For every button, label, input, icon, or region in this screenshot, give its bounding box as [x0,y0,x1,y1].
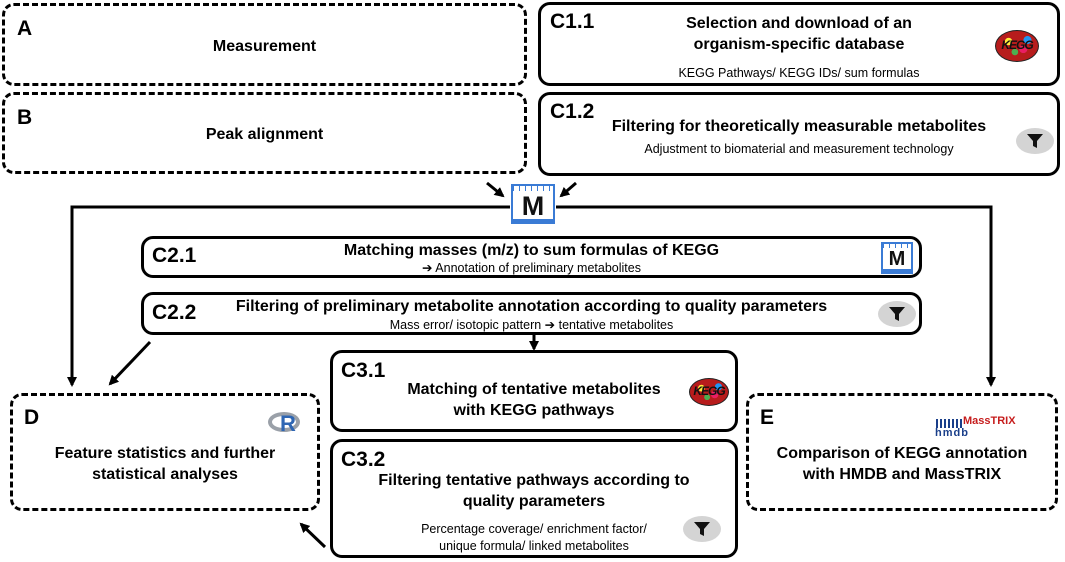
box-d-title-line2: statistical analyses [92,465,238,483]
box-c31-title: Matching of tentative metabolites with K… [333,380,735,422]
box-c21-tag: C2.1 [152,244,197,267]
box-c21-mass-matching: C2.1 Matching masses (m/z) to sum formul… [141,236,922,278]
box-c22-title: Filtering of preliminary metabolite anno… [235,298,828,315]
arrow-c12-to-m [559,181,577,198]
box-c11-subtitle: KEGG Pathways/ KEGG IDs/ sum formulas [678,66,920,80]
box-c32-title-line1: Filtering tentative pathways according t… [378,472,690,489]
filter-funnel-icon [683,516,721,542]
box-a-tag: A [17,17,33,40]
box-d-title: Feature statistics and further statistic… [13,444,317,486]
box-a-measurement: A Measurement [2,3,527,86]
arrow-c32-to-d [299,522,327,549]
box-c32-title-line2: quality parameters [462,492,606,510]
box-c22-quality-filter: C2.2 Filtering of preliminary metabolite… [141,292,922,335]
hmdb-logo-text: hmdb [935,427,969,439]
box-b-tag: B [17,106,33,129]
box-c32-pathway-filter: C3.2 Filtering tentative pathways accord… [330,439,738,558]
box-b-title: Peak alignment [205,126,324,143]
box-c32-subtitle-line1: Percentage coverage/ enrichment factor/ [421,522,647,536]
box-e-tag: E [760,406,775,429]
arrow-m-to-e [556,205,996,387]
box-c31-pathway-matching: C3.1 Matching of tentative metabolites w… [330,350,738,432]
filter-funnel-icon [878,301,916,327]
box-c31-title-line2: with KEGG pathways [453,401,615,419]
box-c11-tag: C1.1 [550,10,595,33]
box-c32-title: Filtering tentative pathways according t… [333,471,735,513]
box-d-title-line1: Feature statistics and further [54,445,276,462]
box-c11-title-line2: organism-specific database [693,35,905,53]
box-c12-tag: C1.2 [550,100,595,123]
box-c32-tag: C3.2 [341,448,386,471]
box-c11-title: Selection and download of an organism-sp… [541,14,1057,56]
box-c21-title: Matching masses (m/z) to sum formulas of… [343,242,720,259]
box-c12-theoretical-filter: C1.2 Filtering for theoretically measura… [538,92,1060,176]
box-c32-subtitle-line2: unique formula/ linked metabolites [439,538,629,553]
arrow-m-to-d [67,205,510,387]
r-logo-icon: R [268,410,304,436]
box-c12-subtitle: Adjustment to biomaterial and measuremen… [644,142,954,156]
box-d-tag: D [24,406,40,429]
box-c22-tag: C2.2 [152,301,197,324]
box-e-title: Comparison of KEGG annotation with HMDB … [749,444,1055,486]
box-d-statistics: D Feature statistics and further statist… [10,393,320,511]
mass-matching-m-icon: M [511,184,555,224]
m-icon: M [881,242,913,274]
box-e-title-line2: with HMDB and MassTRIX [802,465,1002,483]
arrow-b-to-m [486,181,505,198]
box-c11-database-selection: C1.1 Selection and download of an organi… [538,2,1060,86]
box-c31-title-line1: Matching of tentative metabolites [407,381,661,398]
box-c11-title-line1: Selection and download of an [686,15,912,32]
box-c32-subtitle: Percentage coverage/ enrichment factor/ … [333,521,735,555]
box-c22-subtitle: Mass error/ isotopic pattern ➔ tentative… [389,318,674,332]
box-c12-title: Filtering for theoretically measurable m… [611,118,987,135]
kegg-logo-icon: KEGG [689,378,729,406]
box-b-peak-alignment: B Peak alignment [2,92,527,174]
kegg-logo-icon: KEGG [995,30,1039,62]
box-c21-subtitle: ➔ Annotation of preliminary metabolites [422,261,641,275]
arrow-c22-to-d [108,340,152,386]
filter-funnel-icon [1016,128,1054,154]
box-e-title-line1: Comparison of KEGG annotation [776,445,1028,462]
box-e-comparison: E Comparison of KEGG annotation with HMD… [746,393,1058,511]
masstrix-logo-text: MassTRIX [963,415,1016,427]
box-a-title: Measurement [212,38,317,55]
hmdb-logo-icon [936,419,962,428]
box-c31-tag: C3.1 [341,359,386,382]
